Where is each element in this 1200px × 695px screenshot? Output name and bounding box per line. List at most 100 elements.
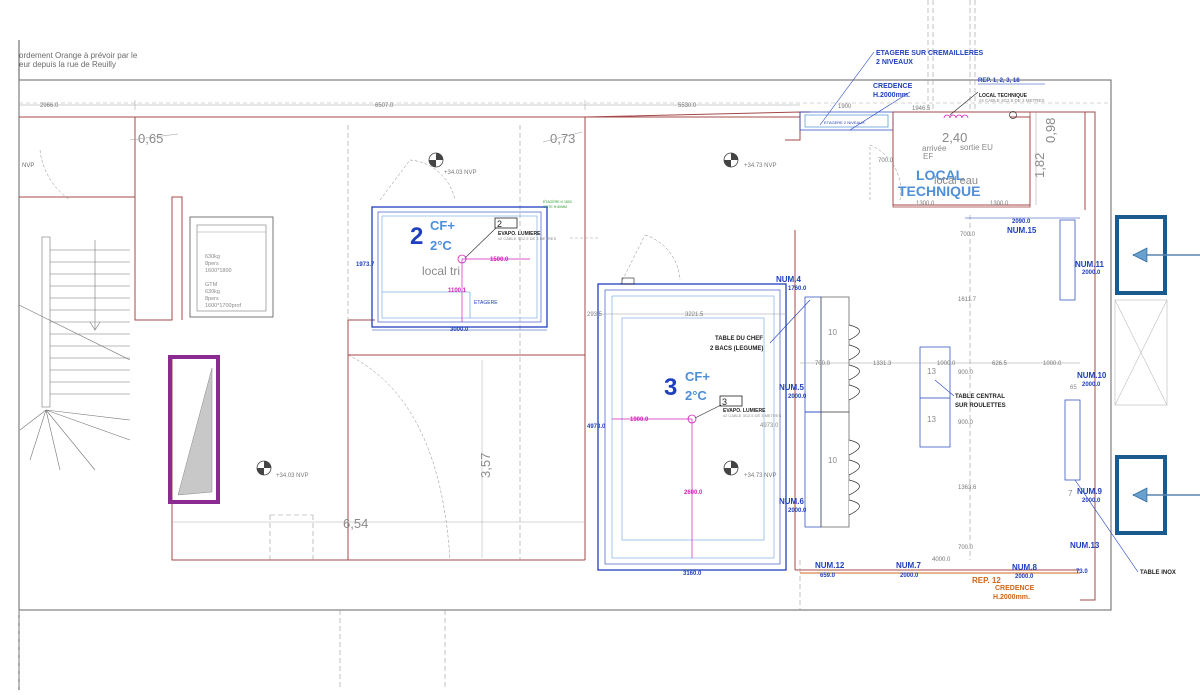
room2-dim-width: 3000.0 <box>450 327 469 333</box>
local-tech-cable: x4 CABLE 3G2.5 DE 3 METRES <box>979 98 1045 103</box>
top-note-line-1: ordement Orange à prévoir par le <box>19 51 138 60</box>
room2-leader <box>464 227 497 259</box>
table-central-title: TABLE CENTRAL <box>955 394 1005 400</box>
vent-box-top <box>1115 215 1200 295</box>
dim-240: 2,40 <box>942 130 967 145</box>
dim-182: 1,82 <box>1032 153 1047 178</box>
kdim-700c: 700.0 <box>958 545 974 551</box>
table-inox: TABLE INOX <box>1140 570 1176 576</box>
room3-number: 3 <box>664 374 677 401</box>
kdim-1000a: 1000.0 <box>937 361 956 367</box>
local-tech-rep: REP. 1, 2, 3, 18 <box>978 78 1020 84</box>
left-nvp-label: NVP <box>22 163 34 169</box>
dim-065-line <box>129 133 179 141</box>
local-tech-ef: EF <box>923 152 933 161</box>
lift-line-7: 1600*1700prof <box>205 303 242 309</box>
lift-line-5: 630kg <box>205 289 220 295</box>
credence1-leader <box>849 91 911 131</box>
num9-val: 2000.0 <box>1082 498 1101 504</box>
kdim-7: 7 <box>1068 489 1073 498</box>
dim-1900-small: 1900 <box>838 104 852 110</box>
kitchen-furniture <box>799 111 1081 528</box>
room2-green-1: ÉTAGÈRE H 1800 <box>543 199 572 204</box>
credence1-sub: H.2000mm. <box>873 92 910 99</box>
room3-dim-right: 4973.0 <box>760 423 779 429</box>
level-c-label: +34.03 NVP <box>276 473 309 479</box>
local-tech-leader <box>949 91 979 116</box>
level-marker-c <box>256 460 272 476</box>
local-tech-sortie: sortie EU <box>960 143 993 152</box>
num8: NUM.8 <box>1012 563 1037 572</box>
num10: NUM.10 <box>1077 371 1107 380</box>
num15-val: 2090.0 <box>1012 219 1031 225</box>
top-note-line-2: eur depuis la rue de Reuilly <box>19 60 116 69</box>
dashed-guides <box>18 0 976 690</box>
level-b-label: +34.73 NVP <box>744 163 777 169</box>
room3-dim-left-top: 293.5 <box>587 312 603 318</box>
num12: NUM.12 <box>815 561 845 570</box>
room3-temp: 2°C <box>685 388 707 403</box>
dim-top-d: 1946.5 <box>912 106 931 112</box>
kdim-13a: 13 <box>927 367 936 376</box>
local-tech-eau: local eau <box>934 175 978 187</box>
table-central-leader <box>934 379 955 397</box>
kdim-10a: 10 <box>828 328 837 337</box>
level-marker-a <box>428 152 444 168</box>
num7: NUM.7 <box>896 561 921 570</box>
room2-tag-box <box>494 217 518 229</box>
room2-dim-inner: 1500.0 <box>490 257 509 263</box>
cold-room-2 <box>371 206 548 331</box>
num6-val: 2000.0 <box>788 508 807 514</box>
num5: NUM.5 <box>779 383 804 392</box>
lift-shaft <box>189 216 274 318</box>
room2-tag: 2 <box>497 219 502 229</box>
room2-evapo: EVAPO. LUMIERE <box>498 231 541 237</box>
lift-line-6: 8pers <box>205 296 219 302</box>
kdim-13b: 13 <box>927 415 936 424</box>
kdim-900b: 900.0 <box>958 420 974 426</box>
credence2-sub: H.2000mm. <box>993 594 1030 601</box>
stairs <box>18 236 131 471</box>
table-inox-leader <box>1074 479 1139 573</box>
sink-bowls <box>848 324 860 516</box>
dim-top-a: 2966.0 <box>40 103 59 109</box>
room3-dim-top: 3221.5 <box>685 312 704 318</box>
lift-line-2: 8pers <box>205 261 219 267</box>
kdim-10b: 10 <box>828 456 837 465</box>
level-a-label: +34.03 NVP <box>444 170 477 176</box>
dim-065: 0,65 <box>138 131 163 146</box>
lift-line-3: 1600*1800 <box>205 268 232 274</box>
table-chef-leader <box>769 299 811 344</box>
dim-098: 0,98 <box>1043 118 1058 143</box>
local-tech-arrivee: arrivée <box>922 144 947 153</box>
num8-val: 2000.0 <box>1015 574 1034 580</box>
table-chef-sub: 2 BACS (LEGUME) <box>710 346 763 352</box>
kdim-626: 626.5 <box>992 361 1008 367</box>
kdim-700b: 700.0 <box>815 361 831 367</box>
num5-val: 2000.0 <box>788 394 807 400</box>
dim-top-c: 5530.0 <box>678 103 697 109</box>
building-outline <box>18 79 1112 611</box>
local-tech-dim-b: 1300.0 <box>990 201 1009 207</box>
etagere-title: ETAGERE SUR CREMAILLERES <box>876 50 984 57</box>
room2-shelf: ETAGERE <box>474 300 498 306</box>
room2-green-2: COTE H.60MM <box>543 205 567 209</box>
room2-number: 2 <box>410 223 423 250</box>
room3-dim-mag-v: 2600.0 <box>684 490 703 496</box>
room2-cf: CF+ <box>430 218 455 233</box>
room2-temp: 2°C <box>430 238 452 253</box>
num12-val: 659.0 <box>820 573 836 579</box>
num6: NUM.6 <box>779 497 804 506</box>
cold-room-3 <box>597 277 787 571</box>
kdim-1331: 1331.3 <box>873 361 892 367</box>
vent-box-bottom <box>1115 455 1200 535</box>
local-tech-valve <box>1009 111 1017 119</box>
lift-line-4: GTM <box>205 282 218 288</box>
kdim-900a: 900.0 <box>958 370 974 376</box>
local-tech-coils <box>943 114 969 119</box>
credence1-title: CREDENCE <box>873 83 913 90</box>
kdim-1000b: 1000.0 <box>1043 361 1062 367</box>
vent-shaft <box>1114 299 1168 406</box>
level-d-label: +34.73 NVP <box>744 473 777 479</box>
